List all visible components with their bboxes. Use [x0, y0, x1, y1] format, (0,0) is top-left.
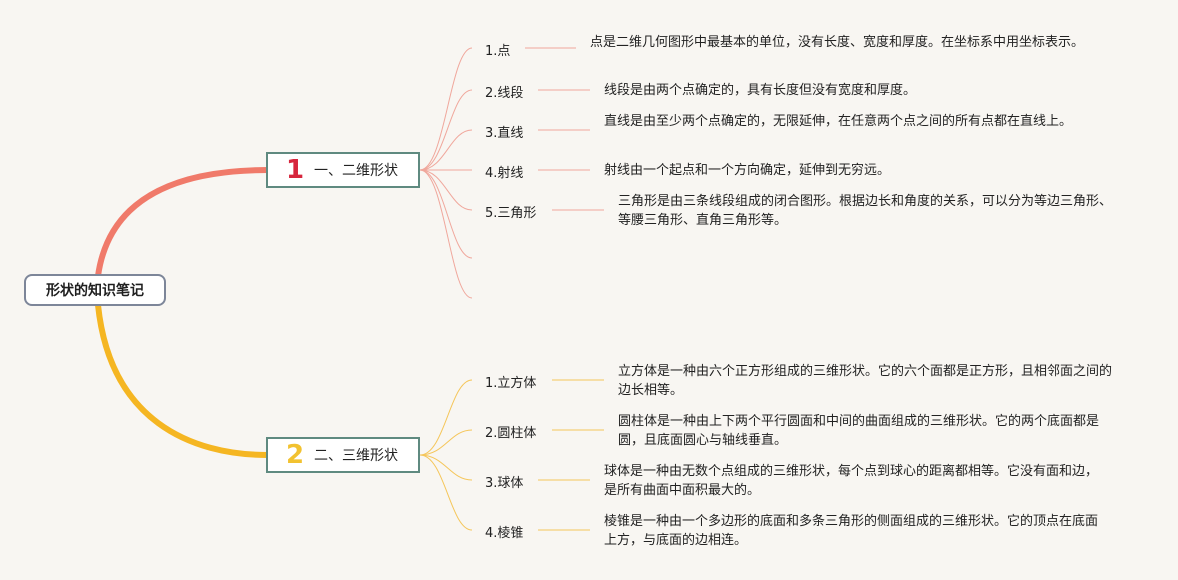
leaf-label-cube[interactable]: 1.立方体 [485, 376, 537, 391]
leaf-label-sphere[interactable]: 3.球体 [485, 476, 524, 491]
b1-leaf5-connector [419, 169, 473, 211]
b2-leaf2-connector [419, 429, 473, 456]
leaf-label-line[interactable]: 3.直线 [485, 126, 524, 141]
leaf-text-sphere: 球体是一种由无数个点组成的三维形状，每个点到球心的距离都相等。它没有面和边，是所… [604, 464, 1099, 498]
root-node[interactable]: 形状的知识笔记 [24, 274, 166, 306]
leaf-label-segment[interactable]: 2.线段 [485, 86, 524, 101]
b2-leaf1-connector [419, 379, 473, 456]
leaf-text-triangle: 三角形是由三条线段组成的闭合图形。根据边长和角度的关系，可以分为等边三角形、等腰… [618, 194, 1113, 228]
branch-title: 二、三维形状 [314, 448, 398, 464]
leaf-text-pyramid: 棱锥是一种由一个多边形的底面和多条三角形的侧面组成的三维形状。它的顶点在底面上方… [604, 514, 1099, 548]
branch-2d-shapes[interactable]: 1 一、二维形状 [266, 152, 420, 188]
branch-3d-shapes[interactable]: 2 二、三维形状 [266, 437, 420, 473]
b1-empty-leaf7-connector [419, 169, 473, 299]
branch-number-1: 1 [286, 155, 305, 185]
leaf-label-pyramid[interactable]: 4.棱锥 [485, 526, 524, 541]
b1-leaf1-connector [419, 47, 473, 171]
root-to-branch2-connector [95, 302, 271, 458]
b2-leaf3-connector [419, 454, 473, 481]
leaf-label-cylinder[interactable]: 2.圆柱体 [485, 426, 537, 441]
root-to-branch1-connector [95, 167, 271, 279]
leaf-label-ray[interactable]: 4.射线 [485, 166, 524, 181]
leaf-text-ray: 射线由一个起点和一个方向确定，延伸到无穷远。 [604, 163, 891, 178]
branch-title: 一、二维形状 [314, 163, 398, 179]
leaf-label-triangle[interactable]: 5.三角形 [485, 206, 537, 221]
b2-leaf4-connector [419, 454, 473, 531]
leaf-text-cube: 立方体是一种由六个正方形组成的三维形状。它的六个面都是正方形，且相邻面之间的边长… [618, 364, 1113, 398]
b1-leaf3-connector [419, 129, 473, 171]
leaf-text-segment: 线段是由两个点确定的，具有长度但没有宽度和厚度。 [604, 83, 917, 98]
b1-empty-leaf6-connector [419, 169, 473, 259]
leaf-text-point: 点是二维几何图形中最基本的单位，没有长度、宽度和厚度。在坐标系中用坐标表示。 [590, 35, 1085, 50]
b1-leaf2-connector [419, 89, 473, 171]
leaf-text-cylinder: 圆柱体是一种由上下两个平行圆面和中间的曲面组成的三维形状。它的两个底面都是圆，且… [618, 414, 1100, 448]
branch-number-2: 2 [286, 440, 305, 470]
leaf-label-point[interactable]: 1.点 [485, 44, 511, 59]
root-title: 形状的知识笔记 [46, 283, 144, 299]
leaf-text-line: 直线是由至少两个点确定的，无限延伸，在任意两个点之间的所有点都在直线上。 [604, 114, 1073, 129]
